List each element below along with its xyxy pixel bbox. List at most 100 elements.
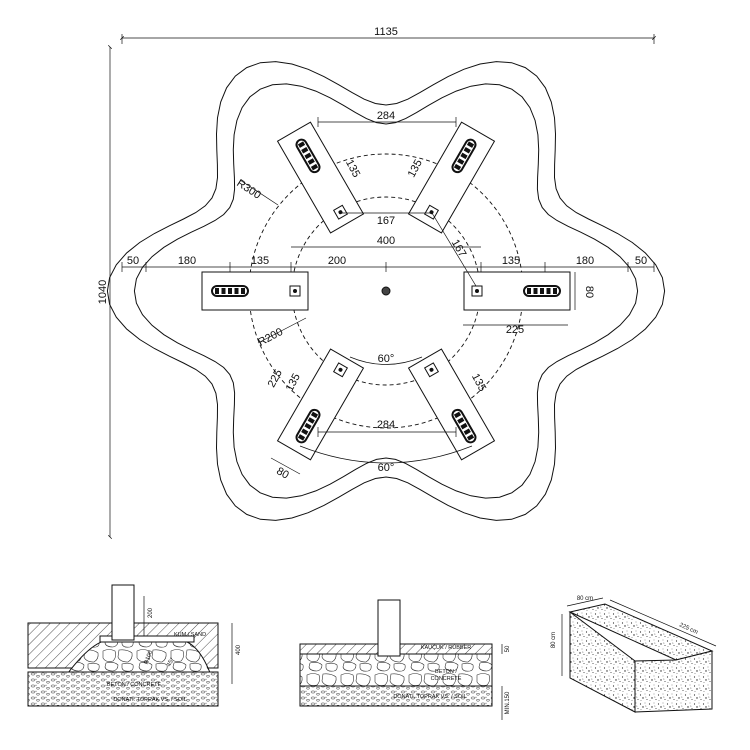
right-pad-length: 225 — [506, 324, 524, 336]
pad-6 — [407, 121, 496, 234]
section-detail-2: 50 MIN.150 KAUÇUK / RUBBER BETON / CONCR… — [299, 599, 511, 720]
chain-link — [466, 434, 475, 441]
pad-anchor-bolt — [475, 289, 479, 293]
top-spacing-dim: 284 — [377, 110, 395, 122]
chain-link — [453, 411, 462, 419]
flower-border — [106, 61, 666, 521]
radius-300-label: R300 — [234, 177, 263, 201]
chain-link — [234, 288, 239, 294]
pad-4 — [201, 271, 309, 311]
chain-link — [297, 141, 306, 148]
right-pad-dim: 135 — [502, 255, 520, 267]
pad-2 — [407, 348, 496, 461]
chain-link — [304, 152, 312, 160]
center-post — [381, 286, 391, 296]
right-pad-width: 80 — [583, 286, 595, 298]
block-height-label: 80 cm — [551, 632, 557, 648]
section2-concrete — [299, 653, 493, 687]
pad-1 — [463, 271, 571, 311]
inner-angle-label: 60° — [378, 353, 395, 365]
pad-slab — [407, 348, 496, 461]
overall-height-label: 1040 — [97, 280, 109, 304]
block-width-label: 80 cm — [577, 596, 593, 602]
chain-link — [540, 288, 544, 294]
chain-link — [301, 428, 309, 435]
center-offset-dim: 200 — [328, 255, 346, 267]
lower-right-135: 135 — [469, 372, 488, 394]
block-side — [634, 650, 713, 713]
pad-anchor-bolt — [293, 289, 297, 293]
pad-3 — [276, 348, 365, 461]
upper-right-135: 135 — [406, 158, 425, 180]
equipment-pads — [201, 121, 571, 461]
plan-view: 1135 1040 50 180 135 200 135 180 50 400 … — [97, 26, 666, 539]
pad-5 — [276, 121, 365, 234]
chain-link — [457, 417, 465, 424]
section2-min-150: MIN.150 — [505, 691, 511, 714]
section2-depth-50: 50 — [505, 645, 511, 652]
chain-link — [307, 417, 315, 424]
concrete-block: 80 cm 80 cm 225 cm — [551, 596, 717, 713]
chain-link — [310, 411, 319, 419]
section1-angle: 45° — [166, 657, 176, 668]
pad-anchor-bolt — [338, 367, 343, 372]
section2-concrete-label-2: CONCRETE — [431, 676, 462, 682]
pad-slab — [276, 121, 365, 234]
chain-link — [457, 158, 465, 165]
chain-link — [297, 434, 306, 441]
chain-link — [460, 152, 468, 160]
section1-soil-label: DONATI. TOPRAK VS. / SOIL — [113, 697, 186, 703]
chain-link — [463, 428, 471, 435]
outer-angle-label: 60° — [378, 462, 395, 474]
pad-slab — [276, 348, 365, 461]
right-edge-dim: 50 — [635, 255, 647, 267]
outer-outline — [106, 61, 666, 521]
left-spoke-dim: 180 — [178, 255, 196, 267]
chain-link — [533, 288, 538, 294]
section2-post — [377, 599, 401, 657]
left-edge-dim: 50 — [127, 255, 139, 267]
chain-link — [301, 147, 309, 154]
lower-left-135: 135 — [284, 372, 303, 394]
overall-width-label: 1135 — [374, 26, 398, 38]
section2-soil — [299, 685, 493, 707]
chain-link — [546, 288, 551, 294]
section1-depth-200: 200 — [148, 607, 154, 618]
lower-left-pad-length: 225 — [266, 368, 285, 390]
section2-rubber-label: KAUÇUK / RUBBER — [421, 645, 471, 651]
chain-link — [307, 158, 315, 165]
bottom-spacing-dim: 284 — [377, 419, 395, 431]
section1-sand-layer — [99, 635, 195, 643]
section1-depth-400: 400 — [236, 644, 242, 655]
chain-link — [304, 422, 312, 430]
chain-link — [453, 163, 462, 171]
upper-left-135: 135 — [343, 158, 362, 180]
chain-link — [460, 422, 468, 430]
chain-link — [527, 288, 531, 294]
span-400-dim: 400 — [377, 235, 395, 247]
chain-link — [241, 288, 245, 294]
inner-outline — [133, 83, 639, 499]
section1-radius: R100 — [144, 649, 155, 665]
section2-soil-label: DONATI. TOPRAK VS. / SOIL — [393, 694, 466, 700]
chain-link — [466, 141, 475, 148]
chain-link — [463, 147, 471, 154]
chain-link — [215, 288, 219, 294]
chain-link — [553, 288, 557, 294]
chain-link — [228, 288, 232, 294]
section1-sand-label: KUM / SAND — [174, 632, 206, 638]
pad-gap-dim-2: 167 — [449, 238, 469, 260]
pad-anchor-bolt — [429, 367, 434, 372]
pad-gap-dim: 167 — [377, 215, 395, 227]
chain-link — [221, 288, 226, 294]
section1-soil — [27, 671, 219, 707]
chain-link — [310, 163, 319, 171]
right-spoke-dim: 180 — [576, 255, 594, 267]
radius-200-label: R200 — [256, 326, 285, 349]
section-detail-1: 200 400 R100 45° KUM / SAND BETON / CONC… — [27, 584, 242, 707]
section1-concrete-label: BETON / CONCRETE — [107, 682, 162, 688]
pad-slab — [407, 121, 496, 234]
section1-post — [111, 584, 135, 641]
left-pad-dim: 135 — [251, 255, 269, 267]
